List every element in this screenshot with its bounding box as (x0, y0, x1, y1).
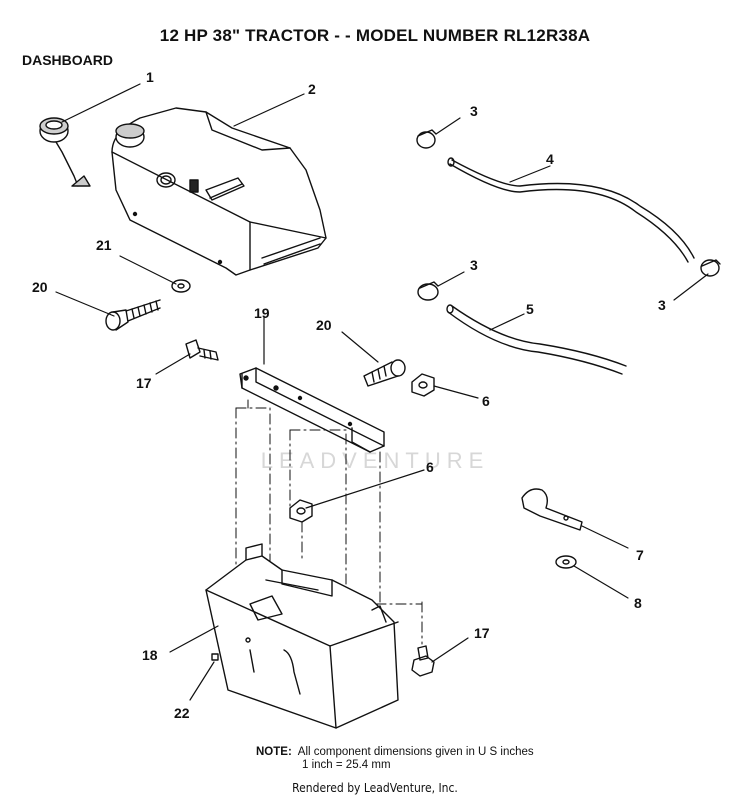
part-22-clip (211, 653, 219, 661)
part-1-fuel-cap (39, 117, 91, 187)
part-5-hose (446, 304, 627, 375)
section-label: DASHBOARD (22, 52, 113, 68)
part-19-bracket (239, 367, 385, 453)
part-20-screw-left (105, 299, 161, 331)
callout-17: 17 (474, 625, 490, 641)
page-title: 12 HP 38" TRACTOR - - MODEL NUMBER RL12R… (159, 26, 591, 45)
callout-17: 17 (136, 375, 152, 391)
callout-5: 5 (526, 301, 534, 317)
part-17-bolt-lower (411, 645, 435, 677)
callout-3: 3 (470, 103, 478, 119)
part-6-nut-lower (289, 499, 313, 523)
assembly-lines (235, 399, 423, 645)
part-3-clamp-top (416, 129, 437, 149)
note-label: NOTE: (256, 746, 292, 758)
note: NOTE: All component dimensions given in U… (256, 746, 534, 772)
callout-3: 3 (470, 257, 478, 273)
part-3-clamp-mid (417, 281, 439, 301)
part-4-hose (447, 157, 695, 263)
callout-18: 18 (142, 647, 158, 663)
part-21-washer (171, 279, 191, 293)
part-2-dashboard-shroud (111, 107, 327, 276)
leader-lines (55, 83, 709, 701)
note-line-1: All component dimensions given in U S in… (297, 746, 534, 758)
callout-1: 1 (146, 69, 154, 85)
callout-22: 22 (174, 705, 190, 721)
callout-2: 2 (308, 81, 316, 97)
part-3-clamp-right (700, 259, 721, 277)
part-7-strap (521, 488, 583, 531)
part-8-washer (555, 555, 577, 569)
callout-21: 21 (96, 237, 112, 253)
part-17-bolt-upper (185, 339, 219, 361)
part-20-screw-mid (363, 359, 406, 387)
footer-credit: Rendered by LeadVenture, Inc. (292, 781, 458, 795)
callout-4: 4 (546, 151, 554, 167)
part-6-nut-upper (411, 373, 435, 397)
watermark: LEADVENTURE (260, 448, 490, 473)
callout-20: 20 (316, 317, 332, 333)
callout-19: 19 (254, 305, 270, 321)
callout-6: 6 (482, 393, 490, 409)
callout-6: 6 (426, 459, 434, 475)
callout-7: 7 (636, 547, 644, 563)
callout-8: 8 (634, 595, 642, 611)
note-line-2: 1 inch = 25.4 mm (302, 759, 391, 771)
callout-20: 20 (32, 279, 48, 295)
callout-3: 3 (658, 297, 666, 313)
part-18-lower-panel (205, 543, 399, 729)
